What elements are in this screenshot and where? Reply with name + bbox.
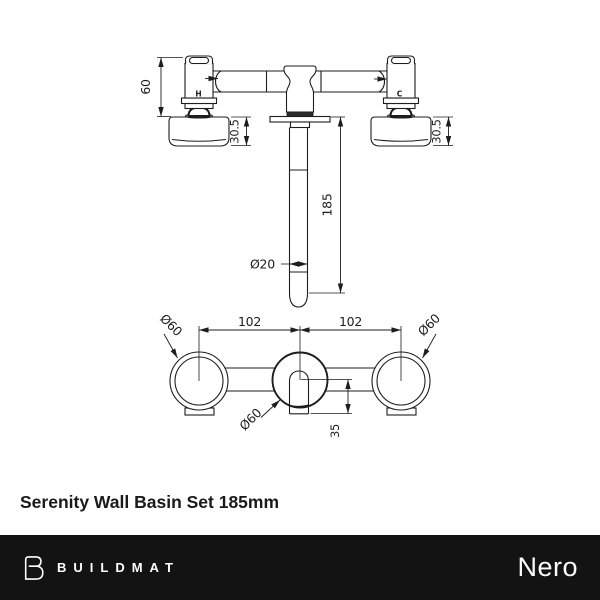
plan-view: 102 102 Ø60 Ø60 Ø60 35	[157, 310, 443, 438]
nero-logo: Nero	[517, 552, 578, 582]
footer-bar: BUILDMAT Nero	[0, 535, 600, 600]
buildmat-wordmark: BUILDMAT	[57, 560, 180, 575]
cold-label: C	[397, 90, 403, 99]
dim-spout-offset: 35	[328, 424, 342, 438]
dim-spout-dia: Ø60	[236, 405, 264, 433]
front-view: H C 60 30.5 30.5 185 Ø20	[138, 55, 453, 308]
dim-flange-depth-right: 30.5	[430, 119, 444, 143]
spout-plan-outline	[288, 370, 310, 415]
buildmat-logo: BUILDMAT	[22, 554, 180, 582]
dim-spacing-right: 102	[339, 314, 362, 329]
page-title: Serenity Wall Basin Set 185mm	[20, 492, 280, 512]
dim-flange-depth-left: 30.5	[228, 119, 242, 143]
dim-spacing-left: 102	[238, 314, 261, 329]
technical-drawing: H C 60 30.5 30.5 185 Ø20	[138, 55, 453, 438]
spout-tube	[288, 127, 309, 308]
dim-spout-diameter: Ø20	[250, 257, 275, 272]
spout-body	[283, 65, 317, 113]
handle-hot	[168, 55, 230, 147]
handle-cold	[370, 55, 432, 147]
buildmat-icon	[24, 555, 44, 580]
dim-handle-height: 60	[138, 79, 153, 95]
dim-handle-dia-right: Ø60	[415, 310, 443, 338]
dim-handle-dia-left: Ø60	[157, 311, 185, 339]
hot-label: H	[195, 90, 201, 99]
dim-spout-length: 185	[320, 194, 335, 217]
